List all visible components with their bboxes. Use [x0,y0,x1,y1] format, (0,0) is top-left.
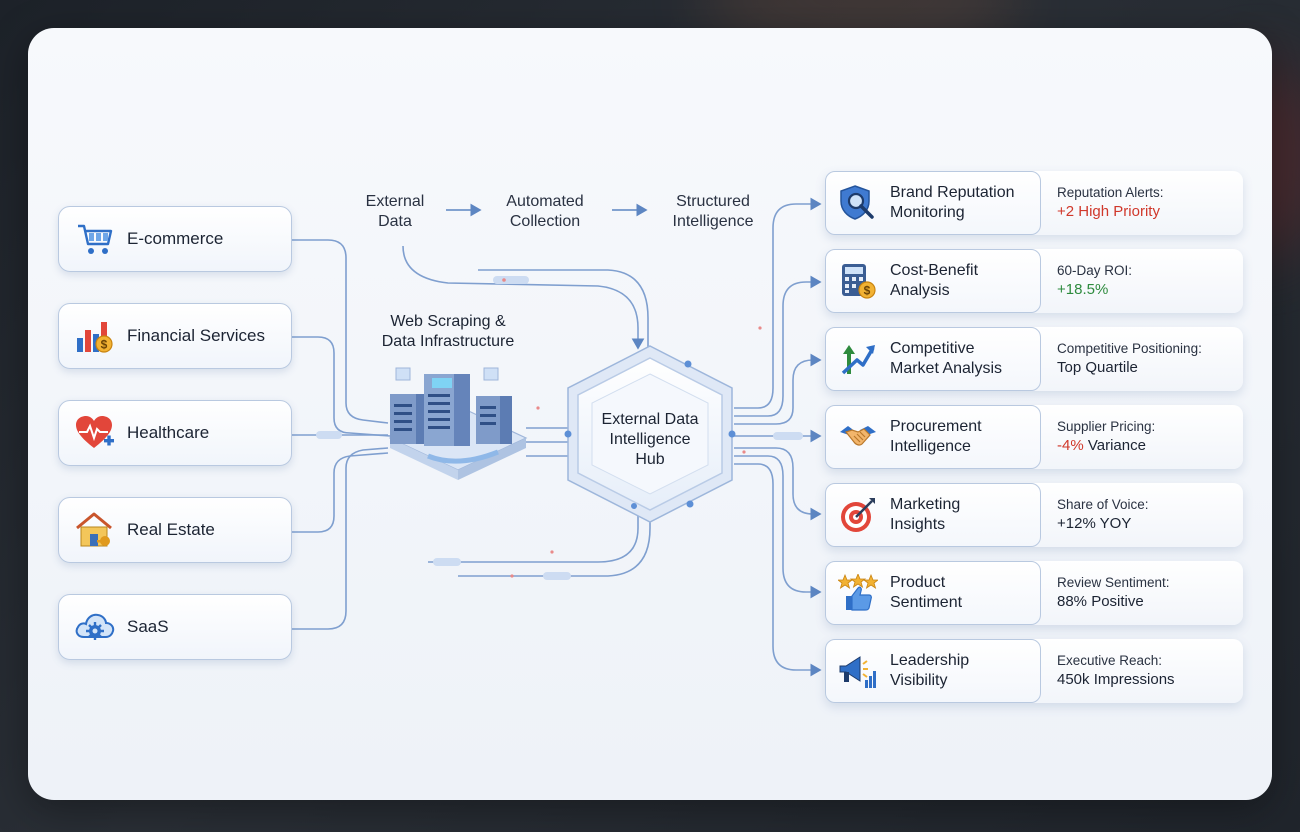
insight-metric-value: -4% Variance [1057,437,1146,454]
infrastructure-title: Web Scraping &Data Infrastructure [381,313,515,350]
industry-label: Financial Services [127,326,265,345]
bar-chart-dollar-icon: $ [73,314,117,358]
wire-ecommerce [292,239,389,424]
handshake-icon [838,417,878,457]
industry-saas[interactable]: SaaS [58,594,292,660]
wire-leadership [734,463,822,677]
industry-financial-services[interactable]: $ Financial Services [58,303,292,369]
wire-product [734,455,822,599]
insight-metric-label: 60-Day ROI: [1057,263,1133,278]
insight-metric-value: +12% YOY [1057,515,1132,532]
server-infrastructure-icon [388,367,528,480]
wire-cost [734,275,822,417]
wire-competitive [734,353,822,425]
insight-metric-value: +2 High Priority [1057,203,1160,220]
shopping-cart-icon [73,217,117,261]
insight-metric-value: +18.5% [1057,281,1109,298]
svg-text:$: $ [101,338,108,352]
insight-metric-label: Share of Voice: [1057,497,1149,512]
megaphone-chart-icon [838,651,878,691]
insight-metric-value: Top Quartile [1057,359,1138,376]
industry-real-estate[interactable]: Real Estate [58,497,292,563]
wire-saas [292,447,389,630]
insight-metric-value: 450k Impressions [1057,671,1175,688]
insight-metric-value: 88% Positive [1057,593,1144,610]
industry-label: SaaS [127,617,169,636]
industry-label: Real Estate [127,520,215,539]
trend-arrows-icon [838,339,878,379]
calculator-coin-icon: $ [838,261,878,301]
insight-metric-label: Executive Reach: [1057,653,1163,668]
cloud-gear-icon [73,605,117,649]
insight-metric-label: Competitive Positioning: [1057,341,1202,356]
target-icon [838,495,878,535]
insight-metric-label: Supplier Pricing: [1057,419,1156,434]
industry-label: Healthcare [127,423,210,442]
svg-text:$: $ [864,284,871,298]
insight-metric-label: Reputation Alerts: [1057,185,1164,200]
house-key-icon [73,508,117,552]
hub-hexagon [564,345,736,523]
wire-realestate [292,452,389,533]
industry-ecommerce[interactable]: E-commerce [58,206,292,272]
industry-healthcare[interactable]: Healthcare [58,400,292,466]
stars-thumbs-up-icon [838,573,878,613]
insight-metric-label: Review Sentiment: [1057,575,1170,590]
wire-financial [292,336,391,437]
heart-pulse-icon [73,411,117,455]
connector-lines [292,197,822,677]
shield-magnifier-icon [838,183,878,223]
wire-brand [734,197,822,409]
wire-marketing [734,447,822,521]
industry-label: E-commerce [127,229,224,248]
